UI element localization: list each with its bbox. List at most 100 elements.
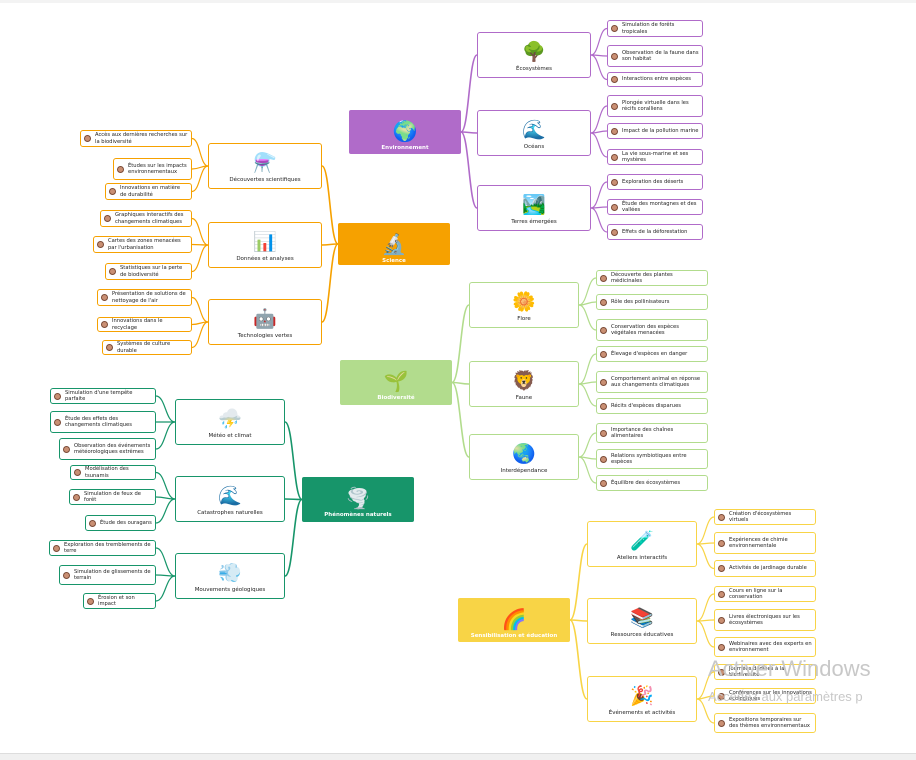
avatar-icon: [611, 178, 618, 186]
subnode-flore[interactable]: 🌼Flore: [469, 282, 579, 328]
leaf-node[interactable]: Interactions entre espèces: [607, 72, 703, 87]
avatar-icon: [718, 565, 725, 572]
leaf-node[interactable]: Équilibre des écosystèmes: [596, 475, 708, 491]
link-sensibilisation-leaf-1-2: [696, 620, 715, 648]
leaf-node[interactable]: Cartes des zones menacées par l'urbanisa…: [93, 236, 192, 253]
leaf-node[interactable]: Rôle des pollinisateurs: [596, 294, 708, 310]
link-environnement-leaf-1-0: [590, 105, 608, 134]
branch-science[interactable]: 🔬Science: [338, 223, 450, 265]
subnode-mouvements-geologiques[interactable]: 💨Mouvements géologiques: [175, 553, 285, 599]
leaf-label: Simulation de forêts tropicales: [622, 22, 675, 35]
link-environnement-leaf-0-2: [590, 54, 608, 81]
leaf-node[interactable]: Simulation de forêts tropicales: [607, 20, 703, 37]
subnode-evenements-et-activites[interactable]: 🎉Événements et activités: [587, 676, 697, 722]
avatar-icon: [718, 643, 725, 651]
leaf-node[interactable]: Plongée virtuelle dans les récifs corall…: [607, 95, 703, 117]
subnode-terres-emergees[interactable]: 🏞️Terres émergées: [477, 185, 591, 231]
leaf-node[interactable]: Statistiques sur la perte de biodiversit…: [105, 263, 192, 280]
link-biodiversite-sub-1: [451, 381, 470, 385]
avatar-icon: [109, 188, 116, 195]
leaf-node[interactable]: Élevage d'espèces en danger: [596, 346, 708, 362]
subnode-meteo-et-climat[interactable]: ⛈️Météo et climat: [175, 399, 285, 445]
leaf-node[interactable]: Activités de jardinage durable: [714, 560, 816, 577]
leaf-label: Statistiques sur la perte de biodiversit…: [120, 265, 183, 278]
leaf-node[interactable]: Observation de la faune dans son habitat: [607, 45, 703, 67]
subnode-faune[interactable]: 🦁Faune: [469, 361, 579, 407]
leaf-node[interactable]: Érosion et son impact: [83, 593, 156, 609]
leaf-label: Élevage d'espèces en danger: [611, 350, 688, 357]
avatar-icon: [97, 241, 104, 248]
leaf-node[interactable]: Découverte des plantes médicinales: [596, 270, 708, 286]
leaf-node[interactable]: Présentation de solutions de nettoyage d…: [97, 289, 192, 306]
leaf-node[interactable]: Accès aux dernières recherches sur la bi…: [80, 130, 192, 147]
leaf-label: Simulation de glissements de terrain: [74, 568, 151, 581]
branch-sensibilisation[interactable]: 🌈Sensibilisation et éducation: [458, 598, 570, 642]
leaf-node[interactable]: Étude des effets des changements climati…: [50, 411, 156, 433]
subnode-catastrophes-naturelles[interactable]: 🌊Catastrophes naturelles: [175, 476, 285, 522]
link-science-leaf-0-2: [191, 165, 209, 193]
subnode-interdependance[interactable]: 🌏Interdépendance: [469, 434, 579, 480]
leaf-node[interactable]: Conservation des espèces végétales menac…: [596, 319, 708, 341]
leaf-node[interactable]: Comportement animal en réponse aux chang…: [596, 371, 708, 393]
subnode-ateliers-interactifs[interactable]: 🧪Ateliers interactifs: [587, 521, 697, 567]
leaf-node[interactable]: Simulation d'une tempête parfaite: [50, 388, 156, 404]
leaf-node[interactable]: Expériences de chimie environnementale: [714, 532, 816, 554]
faune-icon: 🦁: [512, 370, 536, 392]
avatar-icon: [74, 469, 81, 476]
branch-phenomenes[interactable]: 🌪️Phénomènes naturels: [302, 477, 414, 522]
leaf-node[interactable]: Journées dédiées à la biodiversité: [714, 664, 816, 680]
leaf-node[interactable]: Innovations dans le recyclage: [97, 317, 192, 332]
leaf-node[interactable]: Simulation de feux de forêt: [69, 489, 156, 505]
leaf-node[interactable]: Études sur les impacts environnementaux: [113, 158, 192, 180]
leaf-node[interactable]: Importance des chaînes alimentaires: [596, 423, 708, 443]
leaf-node[interactable]: Modélisation des tsunamis: [70, 465, 156, 480]
leaf-node[interactable]: Expositions temporaires sur des thèmes e…: [714, 713, 816, 733]
leaf-node[interactable]: Effets de la déforestation: [607, 224, 703, 240]
leaf-label: Relations symbiotiques entre espèces: [611, 452, 687, 465]
leaf-node[interactable]: Impact de la pollution marine: [607, 123, 703, 139]
link-biodiversite-sub-2: [451, 381, 470, 458]
link-phenomenes-sub-2: [284, 498, 303, 577]
link-phenomenes-sub-1: [284, 498, 303, 501]
flore-icon: 🌼: [512, 291, 536, 313]
leaf-node[interactable]: Relations symbiotiques entre espèces: [596, 449, 708, 469]
branch-environnement[interactable]: 🌍Environnement: [349, 110, 461, 154]
subnode-donnees-et-analyses[interactable]: 📊Données et analyses: [208, 222, 322, 268]
subnode-technologies-vertes[interactable]: 🤖Technologies vertes: [208, 299, 322, 345]
avatar-icon: [611, 76, 618, 83]
windows-activation-watermark-title: Activer Windows: [708, 656, 871, 681]
leaf-node[interactable]: Conférences sur les innovations écologiq…: [714, 688, 816, 704]
leaf-node[interactable]: Simulation de glissements de terrain: [59, 565, 156, 585]
link-science-leaf-2-2: [191, 321, 209, 349]
link-biodiversite-leaf-0-0: [578, 277, 597, 306]
leaf-node[interactable]: Innovations en matière de durabilité: [105, 183, 192, 200]
leaf-node[interactable]: Systèmes de culture durable: [102, 340, 192, 355]
leaf-node[interactable]: Livres électroniques sur les écosystèmes: [714, 609, 816, 631]
subnode-ecosystemes[interactable]: 🌳Écosystèmes: [477, 32, 591, 78]
leaf-node[interactable]: Observation des événements météorologiqu…: [59, 438, 156, 460]
leaf-node[interactable]: Exploration des déserts: [607, 174, 703, 190]
leaf-node[interactable]: Cours en ligne sur la conservation: [714, 586, 816, 602]
leaf-node[interactable]: Graphiques interactifs des changements c…: [100, 210, 192, 227]
leaf-node[interactable]: Récits d'espèces disparues: [596, 398, 708, 414]
branch-phenomenes-icon: 🌪️: [345, 486, 371, 510]
leaf-node[interactable]: Création d'écosystèmes virtuels: [714, 509, 816, 525]
leaf-node[interactable]: Étude des montagnes et des vallées: [607, 199, 703, 215]
leaf-node[interactable]: Exploration des tremblements de terre: [49, 540, 156, 556]
leaf-label: Effets de la déforestation: [622, 228, 688, 235]
link-sensibilisation-leaf-0-0: [696, 516, 715, 545]
avatar-icon: [600, 402, 607, 410]
leaf-node[interactable]: Webinaires avec des experts en environne…: [714, 637, 816, 657]
leaf-label: Systèmes de culture durable: [117, 341, 171, 354]
avatar-icon: [89, 519, 96, 527]
link-phenomenes-leaf-0-0: [155, 395, 176, 423]
leaf-node[interactable]: Étude des ouragans: [85, 515, 156, 531]
branch-biodiversite[interactable]: 🌱Biodiversité: [340, 360, 452, 405]
oceans-icon: 🌊: [522, 119, 546, 141]
subnode-oceans[interactable]: 🌊Océans: [477, 110, 591, 156]
leaf-node[interactable]: La vie sous-marine et ses mystères: [607, 149, 703, 165]
avatar-icon: [109, 268, 116, 275]
subnode-decouvertes-scientifiques[interactable]: ⚗️Découvertes scientifiques: [208, 143, 322, 189]
subnode-ressources-educatives[interactable]: 📚Ressources éducatives: [587, 598, 697, 644]
